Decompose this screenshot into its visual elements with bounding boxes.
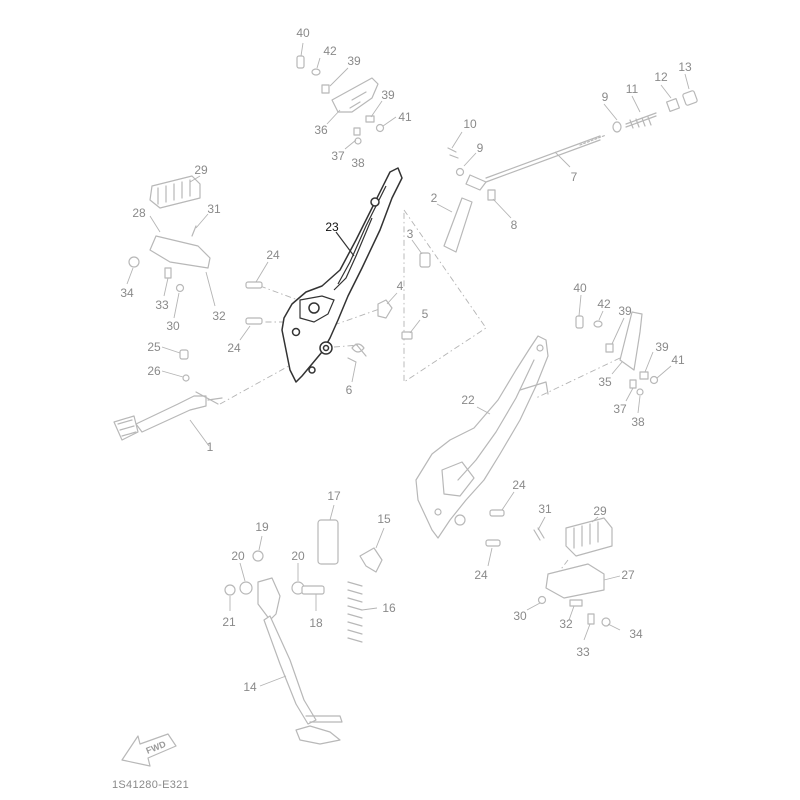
callout-33: 33 (155, 298, 169, 312)
shift-pedal-1 (113, 391, 223, 447)
callout-24: 24 (227, 341, 241, 355)
callout-39: 39 (618, 304, 632, 318)
callout-29: 29 (194, 163, 208, 177)
callout-24: 24 (512, 478, 526, 492)
callout-29: 29 (593, 504, 607, 518)
callout-42: 42 (597, 297, 611, 311)
callout-17: 17 (327, 489, 341, 503)
callout-38: 38 (631, 415, 645, 429)
callout-24: 24 (266, 248, 280, 262)
callout-42: 42 (323, 44, 337, 58)
callout-labels: 40 42 39 39 36 41 37 38 10 9 9 11 12 13 … (120, 26, 692, 694)
callout-4: 4 (397, 279, 404, 293)
callout-22: 22 (461, 393, 475, 407)
callout-40: 40 (573, 281, 587, 295)
callout-41: 41 (398, 110, 412, 124)
callout-36: 36 (314, 123, 328, 137)
callout-10: 10 (463, 117, 477, 131)
callout-25: 25 (147, 340, 161, 354)
callout-26: 26 (147, 364, 161, 378)
callout-37: 37 (331, 149, 345, 163)
callout-18: 18 (309, 616, 323, 630)
forward-direction-arrow: FWD (121, 733, 177, 767)
callout-5: 5 (422, 307, 429, 321)
callout-39: 39 (655, 340, 669, 354)
upper-footrest-hardware-group (296, 42, 397, 150)
footrest-bracket-22 (415, 335, 549, 567)
callout-39: 39 (381, 88, 395, 102)
callout-39: 39 (347, 54, 361, 68)
callout-24: 24 (474, 568, 488, 582)
callout-15: 15 (377, 512, 391, 526)
diagram-code-label: 1S41280-E321 (112, 779, 189, 791)
bolts-springs-group (161, 261, 421, 383)
right-rear-footrest-hardware (575, 294, 672, 414)
callout-13: 13 (678, 60, 692, 74)
callout-27: 27 (621, 568, 635, 582)
callout-11: 11 (626, 82, 639, 96)
callout-7: 7 (571, 170, 578, 184)
side-stand-group (224, 504, 385, 745)
callout-30: 30 (166, 319, 180, 333)
assembly-guide-lines (219, 209, 621, 587)
callout-32: 32 (559, 617, 573, 631)
callout-19: 19 (255, 520, 269, 534)
callout-9: 9 (477, 141, 484, 155)
callout-33: 33 (576, 645, 590, 659)
shift-rod-group (411, 73, 698, 268)
callout-34: 34 (629, 627, 643, 641)
right-footrest-group (526, 516, 621, 641)
callout-37: 37 (613, 402, 627, 416)
callout-2: 2 (431, 191, 438, 205)
callout-20: 20 (291, 549, 305, 563)
callout-23-highlighted: 23 (325, 220, 339, 234)
callout-31: 31 (538, 502, 552, 516)
footrest-bracket-23-highlighted (281, 167, 403, 383)
callout-30: 30 (513, 609, 527, 623)
callout-34: 34 (120, 286, 134, 300)
callout-38: 38 (351, 156, 365, 170)
callout-41: 41 (671, 353, 685, 367)
callout-21: 21 (222, 615, 236, 629)
callout-28: 28 (132, 206, 146, 220)
callout-35: 35 (598, 375, 612, 389)
callout-3: 3 (407, 227, 414, 241)
callout-14: 14 (243, 680, 257, 694)
callout-9: 9 (602, 90, 609, 104)
callout-8: 8 (511, 218, 518, 232)
callout-31: 31 (207, 202, 221, 216)
left-footrest-group (126, 175, 216, 319)
callout-16: 16 (382, 601, 396, 615)
callout-40: 40 (296, 26, 310, 40)
callout-1: 1 (207, 440, 214, 454)
callout-20: 20 (231, 549, 245, 563)
callout-6: 6 (346, 383, 353, 397)
callout-32: 32 (212, 309, 226, 323)
callout-12: 12 (654, 70, 668, 84)
